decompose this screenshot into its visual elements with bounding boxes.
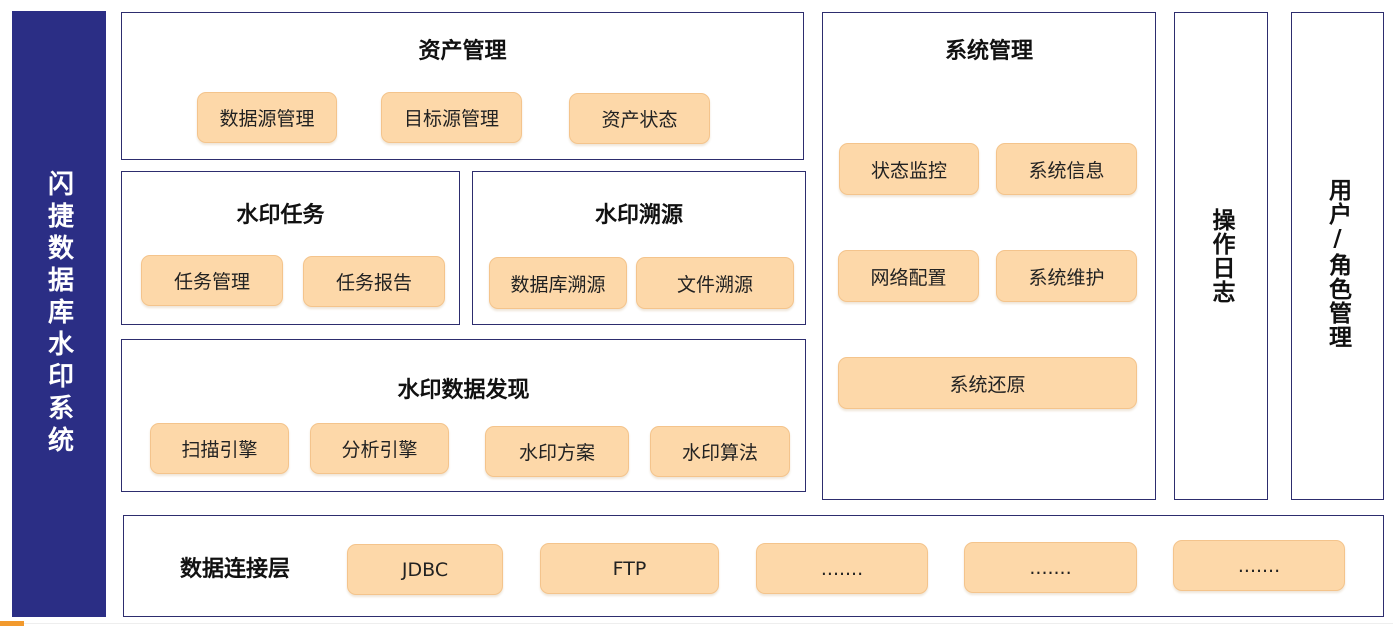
accent-strip: [0, 621, 24, 626]
watermark-algorithm-button[interactable]: 水印算法: [650, 426, 790, 477]
target-source-management-button[interactable]: 目标源管理: [381, 92, 522, 143]
watermark-scheme-button[interactable]: 水印方案: [485, 426, 629, 477]
operation-log-title-wrap: 操作日志: [1175, 208, 1267, 304]
scan-engine-button[interactable]: 扫描引擎: [150, 423, 289, 474]
system-maintenance-button[interactable]: 系统维护: [996, 250, 1137, 302]
system-management-title: 系统管理: [944, 39, 1033, 64]
system-title: 闪捷数据库水印系统: [43, 170, 74, 458]
user-role-title: 用户/角色管理: [1324, 178, 1351, 349]
network-config-button[interactable]: 网络配置: [838, 250, 979, 302]
task-management-button[interactable]: 任务管理: [141, 255, 283, 306]
system-management-panel: 系统管理 状态监控 系统信息 网络配置 系统维护 系统还原: [822, 12, 1156, 500]
more-connection-button-1[interactable]: .......: [756, 543, 928, 594]
watermark-discovery-panel: 水印数据发现 扫描引擎 分析引擎 水印方案 水印算法: [121, 339, 806, 492]
operation-log-title: 操作日志: [1208, 208, 1234, 304]
watermark-discovery-title: 水印数据发现: [397, 378, 530, 403]
more-connection-button-3[interactable]: .......: [1173, 540, 1345, 591]
analysis-engine-button[interactable]: 分析引擎: [310, 423, 449, 474]
asset-management-panel: 资产管理 数据源管理 目标源管理 资产状态: [121, 12, 804, 160]
database-trace-button[interactable]: 数据库溯源: [489, 257, 627, 309]
watermark-task-panel: 水印任务 任务管理 任务报告: [121, 171, 460, 325]
watermark-trace-title: 水印溯源: [594, 203, 683, 228]
operation-log-panel[interactable]: 操作日志: [1174, 12, 1268, 500]
data-layer-title: 数据连接层: [180, 557, 291, 582]
bottom-divider: [24, 623, 1393, 624]
ftp-button[interactable]: FTP: [540, 543, 719, 594]
system-info-button[interactable]: 系统信息: [996, 143, 1137, 195]
task-report-button[interactable]: 任务报告: [303, 256, 445, 307]
more-connection-button-2[interactable]: .......: [964, 542, 1137, 593]
asset-management-title: 资产管理: [418, 39, 507, 64]
datasource-management-button[interactable]: 数据源管理: [197, 92, 337, 143]
system-restore-button[interactable]: 系统还原: [838, 357, 1137, 409]
watermark-trace-panel: 水印溯源 数据库溯源 文件溯源: [472, 171, 806, 325]
watermark-task-title: 水印任务: [236, 203, 325, 228]
asset-status-button[interactable]: 资产状态: [569, 93, 710, 144]
status-monitor-button[interactable]: 状态监控: [839, 143, 979, 195]
jdbc-button[interactable]: JDBC: [347, 544, 503, 595]
user-role-title-wrap: 用户/角色管理: [1292, 178, 1383, 349]
sidebar: 闪捷数据库水印系统: [12, 11, 106, 617]
user-role-panel[interactable]: 用户/角色管理: [1291, 12, 1384, 500]
file-trace-button[interactable]: 文件溯源: [636, 257, 794, 309]
